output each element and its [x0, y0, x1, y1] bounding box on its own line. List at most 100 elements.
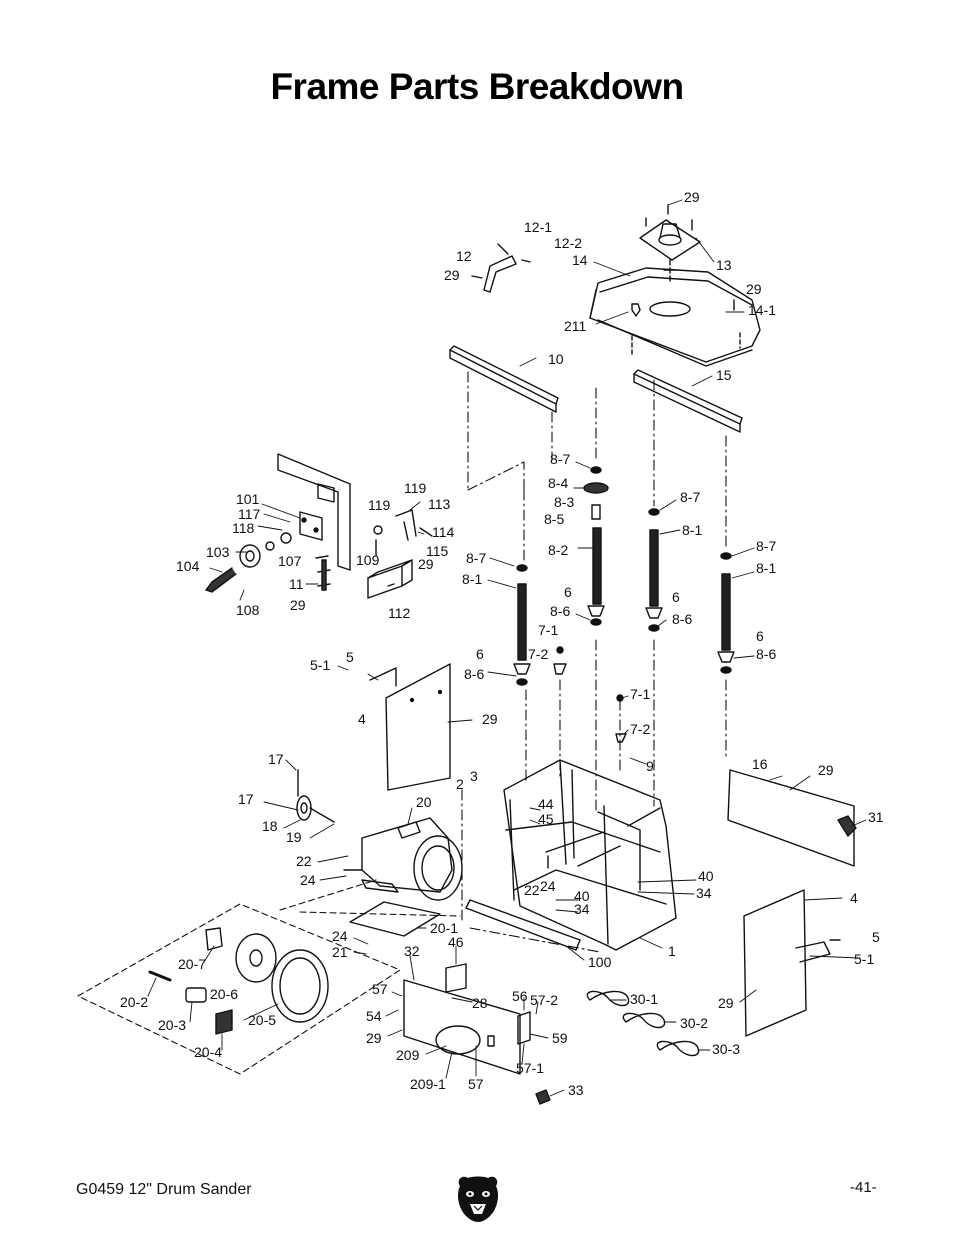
- callout: 29: [718, 995, 734, 1011]
- callout: 14: [572, 252, 588, 268]
- callout: 117: [238, 506, 261, 522]
- callout: 20-2: [120, 994, 148, 1010]
- callout: 46: [448, 934, 464, 950]
- callout: 6: [564, 584, 572, 600]
- lead-screw-right-2: [717, 552, 735, 674]
- callout: 8-3: [554, 494, 574, 510]
- callout: 118: [232, 520, 255, 536]
- side-panel-left: [385, 663, 451, 791]
- switch-box-part: [367, 565, 403, 599]
- page-number: -41-: [850, 1179, 877, 1196]
- callout: 54: [366, 1008, 382, 1024]
- callout: 6: [672, 589, 680, 605]
- lower-panel-part: [403, 963, 521, 1075]
- callout: 5: [346, 649, 354, 665]
- lead-screw-left: [513, 564, 531, 686]
- callout: 9: [646, 758, 654, 774]
- callout: 57: [468, 1076, 484, 1092]
- callout: 8-1: [462, 571, 482, 587]
- callout: 8-6: [672, 611, 692, 627]
- callout: 100: [588, 954, 612, 970]
- callout: 21: [332, 944, 348, 960]
- callout: 8-7: [550, 451, 570, 467]
- callout: 45: [538, 811, 554, 827]
- callout: 29: [684, 189, 700, 205]
- callout: 6: [476, 646, 484, 662]
- callout: 8-2: [548, 542, 568, 558]
- callout: 101: [236, 491, 260, 507]
- callout: 112: [388, 605, 411, 621]
- callout: 29: [418, 556, 434, 572]
- cord-bundle-2: [622, 1012, 666, 1029]
- callout: 30-2: [680, 1015, 708, 1031]
- callout: 7-2: [528, 646, 548, 662]
- callout: 11: [289, 576, 304, 592]
- side-panel-right: [743, 889, 807, 1037]
- callout: 16: [752, 756, 768, 772]
- footer-model: G0459 12" Drum Sander: [76, 1181, 252, 1198]
- callout: 209-1: [410, 1076, 446, 1092]
- callout: 59: [552, 1030, 568, 1046]
- callout: 30-1: [630, 991, 658, 1007]
- callout: 8-6: [464, 666, 484, 682]
- motor-part: [343, 817, 463, 901]
- callout: 7-2: [630, 721, 650, 737]
- callout: 103: [206, 544, 230, 560]
- stand-channel-part: [465, 899, 581, 951]
- callout: 57: [372, 981, 388, 997]
- callout: 119: [404, 480, 427, 496]
- callout: 56: [512, 988, 528, 1004]
- angle-rail-10: [449, 349, 557, 413]
- callout: 114: [432, 524, 455, 540]
- callout: 29: [482, 711, 498, 727]
- page-title: Frame Parts Breakdown: [270, 66, 684, 107]
- cord-bundle-3: [656, 1040, 700, 1057]
- cord-bundle-1: [586, 990, 630, 1007]
- callout: 34: [696, 885, 712, 901]
- pulley-part: [296, 769, 335, 823]
- callout: 8-7: [756, 538, 776, 554]
- callout: 57-1: [516, 1060, 544, 1076]
- callout: 7-1: [538, 622, 558, 638]
- callout: 5-1: [310, 657, 330, 673]
- callout: 20-6: [210, 986, 238, 1002]
- callout: 29: [366, 1030, 382, 1046]
- callout: 104: [176, 558, 200, 574]
- callout: 119: [368, 497, 391, 513]
- callout: 4: [850, 890, 858, 906]
- callout: 57-2: [530, 992, 558, 1008]
- callout: 2: [456, 776, 464, 792]
- callout: 7-1: [630, 686, 650, 702]
- lead-screw-right-1: [645, 508, 663, 632]
- callout: 33: [568, 1082, 584, 1098]
- callout: 8-6: [550, 603, 570, 619]
- callout: 30-3: [712, 1041, 740, 1057]
- callout: 8-5: [544, 511, 564, 527]
- callout: 13: [716, 257, 732, 273]
- angle-rail-15: [633, 373, 741, 433]
- callout: 12: [456, 248, 472, 264]
- main-frame-part: [503, 759, 677, 951]
- callout: 20-1: [430, 920, 458, 936]
- lead-screw-center: [583, 466, 609, 626]
- bracket-part: [483, 255, 517, 293]
- callout: 29: [746, 281, 762, 297]
- callout: 29: [444, 267, 460, 283]
- callout: 24: [332, 928, 348, 944]
- callout: 209: [396, 1047, 420, 1063]
- callout: 22: [296, 853, 312, 869]
- callout: 113: [428, 496, 451, 512]
- callout: 5-1: [854, 951, 874, 967]
- callout: 3: [470, 768, 478, 784]
- callout: 29: [290, 597, 306, 613]
- bear-head-logo-icon: [458, 1176, 498, 1222]
- fan-part: [235, 933, 277, 983]
- callout: 8-7: [680, 489, 700, 505]
- callout: 20-3: [158, 1017, 186, 1033]
- callout: 8-7: [466, 550, 486, 566]
- callout: 20-4: [194, 1044, 222, 1060]
- callout: 115: [426, 543, 449, 559]
- callout: 34: [574, 901, 590, 917]
